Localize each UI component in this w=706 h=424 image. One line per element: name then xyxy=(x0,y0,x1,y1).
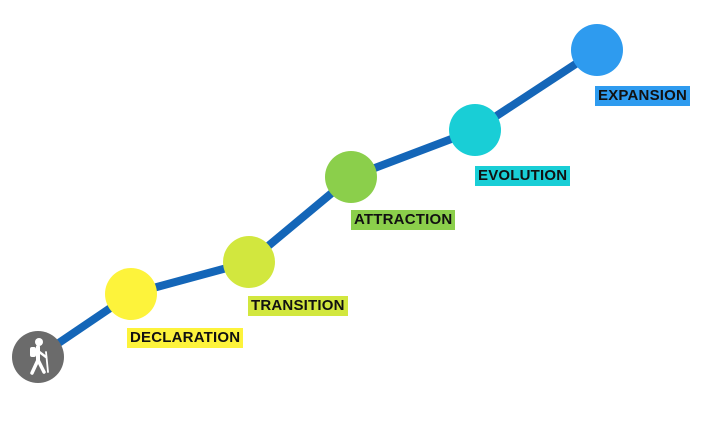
stage-label-transition: TRANSITION xyxy=(248,296,348,316)
stage-node-transition xyxy=(223,236,275,288)
stage-node-expansion xyxy=(571,24,623,76)
stage-label-attraction: ATTRACTION xyxy=(351,210,456,230)
stage-label-evolution: EVOLUTION xyxy=(475,166,571,186)
hiker-icon xyxy=(30,338,49,375)
stage-label-declaration: DECLARATION xyxy=(127,328,244,348)
stage-node-declaration xyxy=(105,268,157,320)
stage-node-attraction xyxy=(325,151,377,203)
stage-label-expansion: EXPANSION xyxy=(595,86,691,106)
hiker-marker xyxy=(12,331,64,383)
stage-node-evolution xyxy=(449,104,501,156)
